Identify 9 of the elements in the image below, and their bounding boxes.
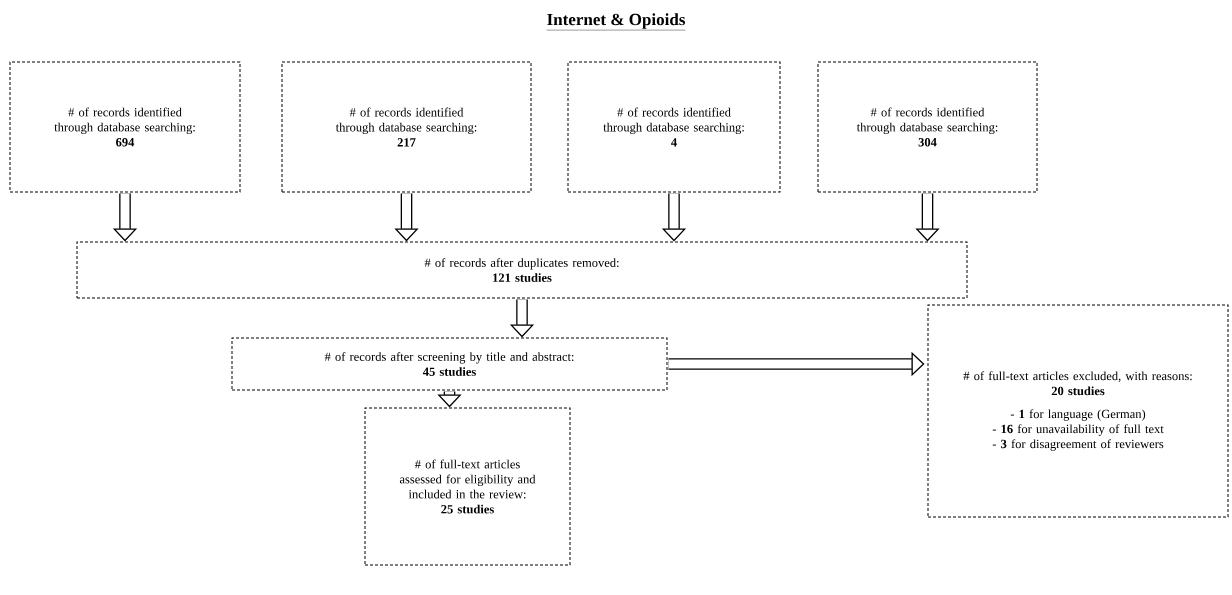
- flow-box: # of full-text articles excluded, with reasons: 20 studies - 1 for language (German) - 16 for unavailability of full text - 3 for disagreement of reviewers: [927, 304, 1229, 518]
- flow-box: # of records after duplicates removed: 121 studies: [76, 241, 968, 299]
- title: Internet & Opioids: [546, 13, 686, 31]
- flow-box: # of records identified through database searching: 4: [567, 61, 781, 193]
- flow-box: # of full-text articles assessed for eligibility and included in the review: 25 studies: [364, 407, 571, 566]
- flow-box: # of records identified through database searching: 694: [9, 61, 241, 193]
- flow-box: # of records identified through database searching: 217: [281, 61, 532, 193]
- flow-box: # of records after screening by title and abstract: 45 studies: [231, 337, 668, 391]
- flow-box: # of records identified through database searching: 304: [817, 61, 1038, 193]
